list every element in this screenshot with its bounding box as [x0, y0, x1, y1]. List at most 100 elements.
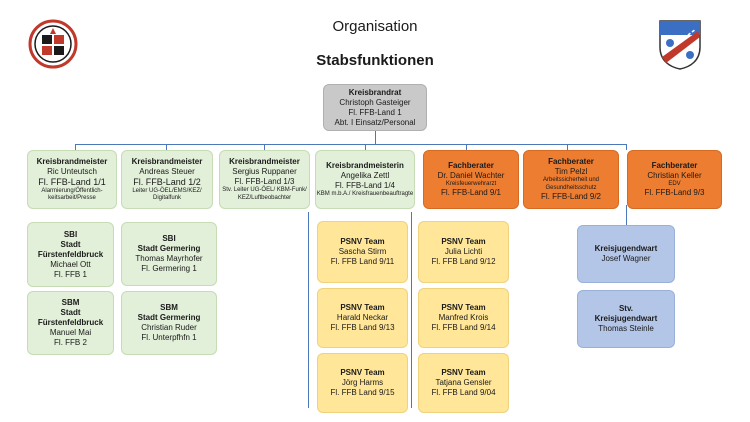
connector-top-1 — [75, 144, 76, 150]
sbi-name: Thomas Mayrhofer — [135, 254, 203, 263]
top-callsign: Fl. FFB-Land 1/3 — [234, 177, 295, 187]
fire-department-logo-icon — [28, 19, 78, 69]
connector-top-bus — [75, 144, 627, 145]
connector-top-3 — [264, 144, 265, 150]
jugend-name: Josef Wagner — [601, 254, 651, 263]
top-function: Arbeitssicherheit und Gesundheitsschutz — [542, 177, 600, 191]
sbm-name: Manuel Mai — [49, 328, 92, 337]
page-subtitle: Stabsfunktionen — [316, 52, 434, 69]
sbi-name: Michael Ott — [50, 259, 91, 269]
sbm-role: SBM — [61, 298, 80, 307]
psnv-name: Tatjana Gensler — [435, 378, 492, 387]
top-role: Fachberater — [651, 160, 698, 170]
top-function: Leiter UG-ÖEL/EMS/KEZ/ Digitalfunk — [132, 187, 202, 202]
sbi-callsign: Fl. Germering 1 — [141, 264, 197, 273]
top-box-5: Fachberater Dr. Daniel Wachter Kreisfeue… — [423, 150, 519, 209]
top-function: Alarmierung/Öffentlich-keitsarbeit/Press… — [41, 187, 103, 202]
jugend-role-prefix: Stv. — [618, 304, 634, 313]
sbm-city: Stadt Germering — [137, 313, 201, 322]
sbi-city: Stadt Germering — [137, 244, 201, 253]
connector-psnv-bus-right — [411, 212, 412, 408]
sbm-callsign: Fl. Unterpfhfn 1 — [141, 333, 197, 342]
psnv-callsign: Fl. FFB Land 9/04 — [431, 388, 496, 397]
psnv-role: PSNV Team — [441, 237, 486, 246]
root-callsign: Fl. FFB-Land 1 — [348, 107, 402, 117]
connector-top-4 — [365, 144, 366, 150]
top-callsign: Fl. FFB-Land 9/1 — [440, 188, 502, 198]
sbm-city: Fürstenfeldbruck — [37, 318, 104, 327]
connector-top-5 — [466, 144, 467, 150]
psnv-box-3: PSNV Team Harald Neckar Fl. FFB Land 9/1… — [317, 288, 408, 348]
psnv-name: Sascha Stirm — [338, 247, 387, 256]
top-function: KBM m.b.A./ Kreisfrauenbeauftragte — [316, 190, 414, 197]
top-box-2: Kreisbrandmeister Andreas Steuer Fl. FFB… — [121, 150, 213, 209]
psnv-callsign: Fl. FFB Land 9/13 — [330, 323, 395, 332]
psnv-callsign: Fl. FFB Land 9/11 — [330, 257, 395, 266]
root-department: Abt. I Einsatz/Personal — [334, 117, 416, 127]
sbi-role: SBI — [63, 229, 78, 239]
top-name: Ric Unteutsch — [47, 166, 97, 176]
psnv-role: PSNV Team — [340, 303, 385, 312]
top-name: Sergius Ruppaner — [232, 167, 297, 177]
connector-root-down — [375, 131, 376, 144]
sbm-city-label: Stadt — [60, 308, 81, 317]
top-role: Kreisbrandmeisterin — [326, 160, 404, 170]
jugend-name: Thomas Steinle — [598, 324, 654, 333]
top-box-4: Kreisbrandmeisterin Angelika Zettl Fl. F… — [315, 150, 415, 209]
sbi-city-label: Stadt — [60, 239, 81, 249]
top-box-7: Fachberater Christian Keller EDV Fl. FFB… — [627, 150, 722, 209]
top-name: Andreas Steuer — [139, 166, 195, 176]
top-callsign: Fl. FFB-Land 9/2 — [540, 191, 602, 201]
psnv-callsign: Fl. FFB Land 9/12 — [431, 257, 496, 266]
psnv-role: PSNV Team — [441, 303, 486, 312]
stv-kreisjugendwart-box: Stv. Kreisjugendwart Thomas Steinle — [577, 290, 675, 348]
psnv-callsign: Fl. FFB Land 9/14 — [431, 323, 496, 332]
connector-jugend — [626, 205, 627, 225]
psnv-name: Jörg Harms — [341, 378, 384, 387]
sbi-callsign: Fl. FFB 1 — [54, 269, 87, 279]
psnv-box-6: PSNV Team Tatjana Gensler Fl. FFB Land 9… — [418, 353, 509, 413]
sbm-callsign: Fl. FFB 2 — [54, 338, 87, 347]
psnv-callsign: Fl. FFB Land 9/15 — [330, 388, 395, 397]
sbi-role: SBI — [162, 234, 176, 243]
top-box-6: Fachberater Tim Pelzl Arbeitssicherheit … — [523, 150, 619, 209]
psnv-box-5: PSNV Team Jörg Harms Fl. FFB Land 9/15 — [317, 353, 408, 413]
top-box-3: Kreisbrandmeister Sergius Ruppaner Fl. F… — [219, 150, 310, 209]
top-role: Kreisbrandmeister — [229, 157, 300, 167]
root-box-kreisbrandrat: Kreisbrandrat Christoph Gasteiger Fl. FF… — [323, 84, 427, 131]
psnv-role: PSNV Team — [340, 368, 385, 377]
top-callsign: Fl. FFB-Land 1/4 — [334, 180, 396, 190]
psnv-box-4: PSNV Team Manfred Krois Fl. FFB Land 9/1… — [418, 288, 509, 348]
psnv-role: PSNV Team — [441, 368, 486, 377]
sbm-name: Christian Ruder — [141, 323, 197, 332]
root-role: Kreisbrandrat — [348, 87, 402, 97]
connector-top-7 — [626, 144, 627, 150]
top-name: Angelika Zettl — [340, 170, 390, 180]
top-role: Kreisbrandmeister — [131, 156, 203, 166]
jugend-role: Kreisjugendwart — [594, 314, 658, 323]
page-title: Organisation — [332, 18, 418, 35]
top-role: Fachberater — [548, 157, 594, 167]
top-name: Christian Keller — [647, 170, 702, 180]
sbm-germering-box: SBM Stadt Germering Christian Ruder Fl. … — [121, 291, 217, 355]
jugend-role: Kreisjugendwart — [594, 244, 658, 253]
district-coat-of-arms-icon — [659, 20, 701, 70]
psnv-name: Julia Lichti — [444, 247, 483, 256]
top-name: Dr. Daniel Wachter — [437, 170, 505, 180]
top-role: Kreisbrandmeister — [36, 156, 108, 166]
kreisjugendwart-box: Kreisjugendwart Josef Wagner — [577, 225, 675, 283]
sbi-fuerstenfeldbruck-box: SBI Stadt Fürstenfeldbruck Michael Ott F… — [27, 222, 114, 287]
psnv-name: Manfred Krois — [438, 313, 489, 322]
sbm-fuerstenfeldbruck-box: SBM Stadt Fürstenfeldbruck Manuel Mai Fl… — [27, 291, 114, 355]
top-function: Stv. Leiter UG-ÖEL/ KBM-Funk/ KEZ/Luftbe… — [222, 187, 307, 201]
top-function: Kreisfeuerwehrarzt — [445, 180, 497, 187]
psnv-role: PSNV Team — [340, 237, 385, 246]
top-function: EDV — [668, 180, 681, 187]
top-role: Fachberater — [448, 160, 494, 170]
connector-psnv-bus — [308, 212, 309, 408]
connector-top-6 — [567, 144, 568, 150]
sbi-germering-box: SBI Stadt Germering Thomas Mayrhofer Fl.… — [121, 222, 217, 286]
connector-top-2 — [166, 144, 167, 150]
psnv-name: Harald Neckar — [336, 313, 389, 322]
top-name: Tim Pelzl — [554, 167, 588, 177]
